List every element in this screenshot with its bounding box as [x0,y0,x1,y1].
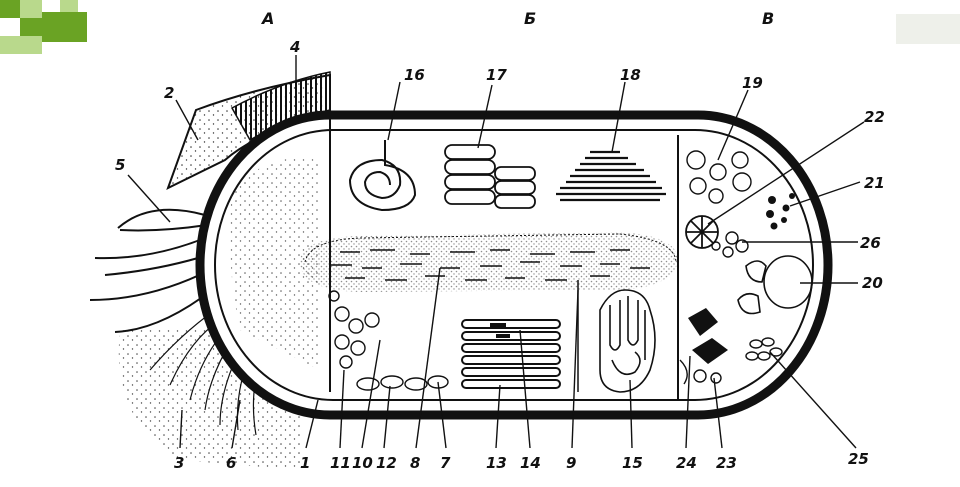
bottom-ovals-12 [356,375,449,391]
label-15: 15 [622,454,643,472]
nucleoid [300,232,679,292]
bottom-circles-23 [679,359,722,385]
number-labels: 1 2 3 4 5 6 7 8 9 10 11 12 13 14 15 16 1… [115,38,885,472]
corner-decoration [0,0,87,54]
label-20: 20 [862,274,883,292]
label-9: 9 [566,454,576,472]
label-25: 25 [848,450,869,468]
label-22: 22 [864,108,885,126]
cell-membrane [214,129,814,401]
label-16: 16 [404,66,425,84]
label-3: 3 [174,454,184,472]
label-7: 7 [440,454,451,472]
label-18: 18 [620,66,641,84]
label-8: 8 [410,454,420,472]
leader-lines [127,55,865,449]
mesosome-spiral [348,140,417,212]
label-11: 11 [330,454,351,472]
inclusion-circles [328,290,380,369]
label-10: 10 [352,454,373,472]
gas-vacuoles [711,231,749,258]
dark-granules [766,193,795,230]
label-2: 2 [164,84,174,102]
carboxysome [685,215,719,249]
vesicles [686,150,752,204]
large-vacuole [737,255,813,315]
pili [149,309,259,436]
lamellar-stack [556,150,666,202]
label-6: 6 [226,454,236,472]
granule-cluster [745,337,783,361]
section-label-c: В [762,9,774,28]
label-12: 12 [376,454,397,472]
label-4: 4 [289,38,300,56]
membrane-folds [599,289,656,393]
section-label-b: Б [524,9,536,28]
label-19: 19 [742,74,763,92]
label-14: 14 [520,454,541,472]
label-26: 26 [860,234,881,252]
photosynthetic-lamellae [461,319,561,389]
top-right-box [896,14,960,44]
label-17: 17 [486,66,507,84]
crystals [688,308,728,364]
label-13: 13 [486,454,507,472]
label-21: 21 [864,174,885,192]
cytoplasm-stipple [229,158,320,370]
label-24: 24 [676,454,697,472]
label-1: 1 [300,454,310,472]
label-23: 23 [716,454,737,472]
thylakoid-stack [444,144,536,209]
section-label-a: А [260,9,274,28]
flagella [89,208,213,333]
label-5: 5 [115,156,125,174]
